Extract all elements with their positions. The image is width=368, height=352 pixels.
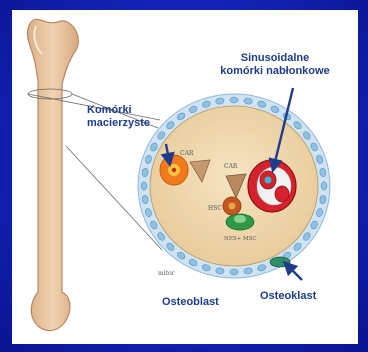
hsc-label: HSC — [208, 205, 222, 212]
sinusoidal-vessel — [248, 160, 296, 212]
stem-cells-label: Komórki macierzyste — [87, 104, 150, 130]
long-bone — [28, 19, 79, 330]
nes-msc-label: NES+ MSC — [224, 236, 257, 242]
vessel-ring-cell — [230, 97, 238, 103]
car-left-label: CAR — [180, 150, 194, 157]
hsc-cell — [223, 197, 241, 215]
diagram-panel: CAR CAR HSC NES+ MSC mitor Komórki macie… — [12, 10, 358, 344]
osteoblast-label: Osteoblast — [162, 296, 219, 309]
vessel-ring-cell — [141, 182, 147, 190]
car-center-label: CAR — [224, 163, 238, 170]
vessel-ring-cell — [230, 269, 238, 275]
mitor-label: mitor — [158, 270, 175, 277]
sinusoidal-cells-label: Sinusoidalne komórki nabłonkowe — [210, 52, 340, 78]
osteoclast-cell — [270, 257, 290, 267]
osteoclast-label: Osteoklast — [260, 290, 316, 303]
vessel-ring-cell — [321, 182, 327, 190]
nes-msc-cell — [226, 214, 254, 230]
stem-cell — [160, 155, 188, 185]
